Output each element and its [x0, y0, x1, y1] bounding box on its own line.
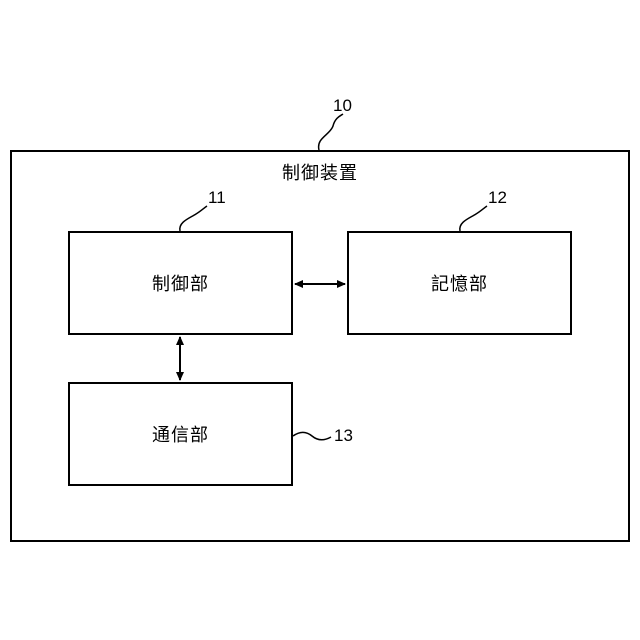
reference-numeral-13: 13: [334, 426, 353, 446]
leader-line-12: [460, 206, 487, 231]
reference-numeral-12: 12: [488, 188, 507, 208]
leader-line-10: [319, 114, 343, 150]
leader-line-11: [180, 206, 207, 231]
leader-line-13: [293, 432, 331, 440]
reference-numeral-10: 10: [333, 96, 352, 116]
reference-numeral-11: 11: [208, 188, 226, 208]
